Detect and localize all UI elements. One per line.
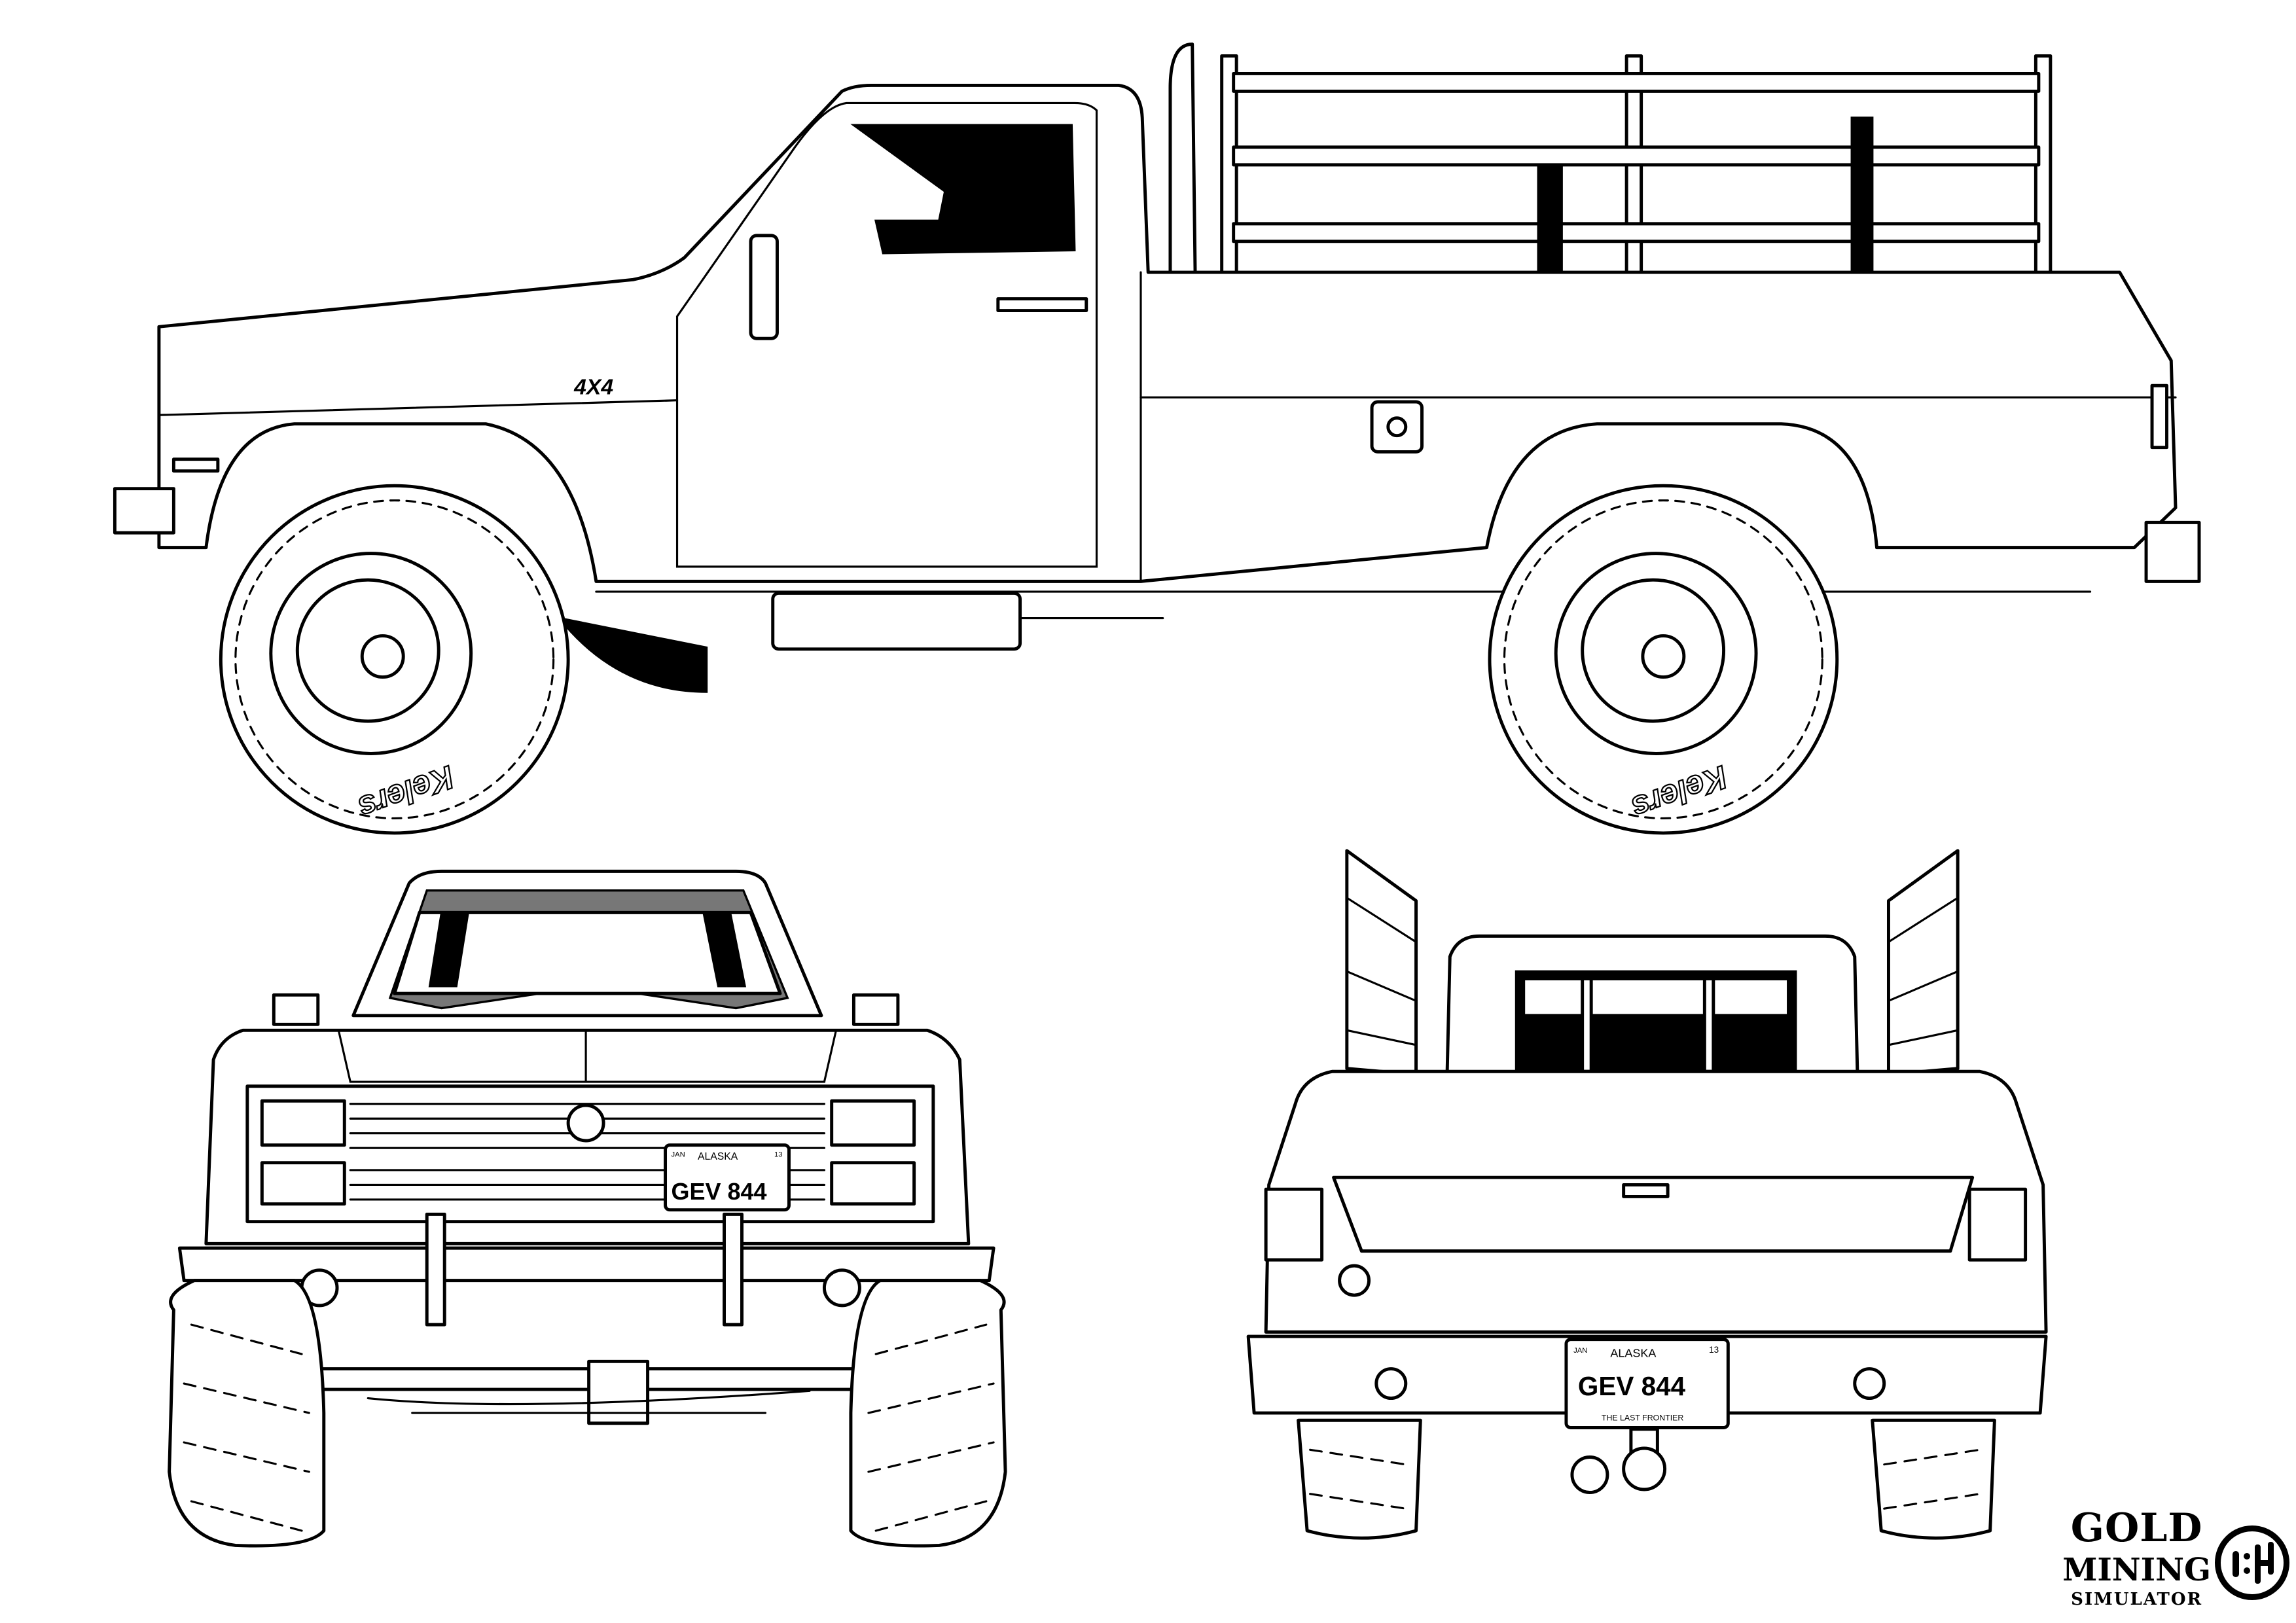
logo-line-2: MINING <box>2062 1552 2211 1589</box>
rear-view: JAN ALASKA 13 GEV 844 THE LAST FRONTIER <box>1246 849 2048 1540</box>
front-left-tire <box>168 1279 326 1548</box>
muffler <box>771 591 1022 651</box>
front-wheel: Kelers <box>219 484 570 835</box>
front-license-plate: JAN ALASKA 13 GEV 844 <box>664 1143 791 1212</box>
plate-number: GEV 844 <box>672 1178 767 1205</box>
side-view: 4X4 Kelers Kelers <box>113 42 2201 835</box>
studio-logo-icon <box>2215 1525 2289 1600</box>
rear-right-tire <box>1871 1418 1996 1540</box>
plate-year: 13 <box>1709 1345 1719 1355</box>
front-view: JAN ALASKA 13 GEV 844 <box>168 869 1007 1548</box>
rear-left-tire <box>1297 1418 1422 1540</box>
4x4-badge: 4X4 <box>573 375 613 400</box>
rear-wheel: Kelers <box>1488 484 1839 835</box>
plate-slogan: THE LAST FRONTIER <box>1602 1413 1684 1422</box>
stake-rack <box>1168 42 2053 281</box>
front-right-tire <box>849 1279 1007 1548</box>
plate-number: GEV 844 <box>1578 1371 1686 1401</box>
plate-state: ALASKA <box>1610 1347 1656 1360</box>
gold-mining-simulator-logo: GOLD MINING SIMULATOR <box>2062 1505 2211 1610</box>
plate-state: ALASKA <box>698 1151 738 1162</box>
logo-line-1: GOLD <box>2070 1505 2203 1552</box>
logo-line-3: SIMULATOR <box>2071 1589 2203 1609</box>
rear-license-plate: JAN ALASKA 13 GEV 844 THE LAST FRONTIER <box>1564 1338 1730 1430</box>
plate-month: JAN <box>1573 1347 1587 1355</box>
plate-year: 13 <box>774 1151 783 1159</box>
plate-month: JAN <box>672 1151 685 1159</box>
side-body <box>157 83 2178 583</box>
